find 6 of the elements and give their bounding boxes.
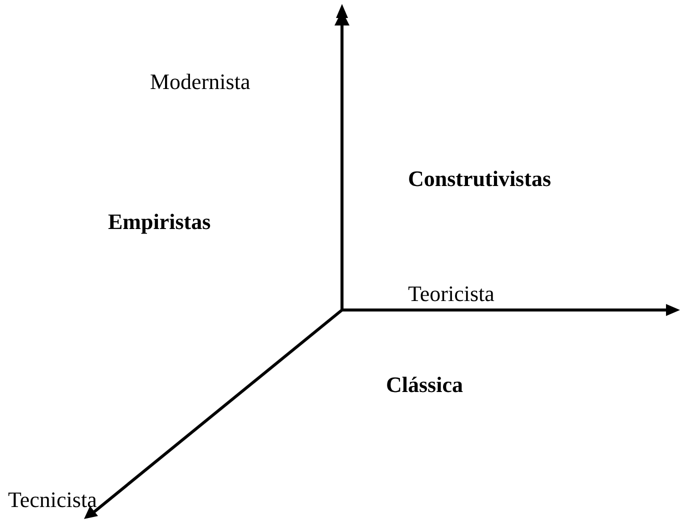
axis-region-label: Empiristas	[108, 210, 211, 234]
axis-region-label: Teoricista	[408, 282, 494, 306]
axis-region-label: Clássica	[386, 373, 463, 398]
axis-region-label: Construtivistas	[408, 167, 552, 192]
axis-region-label: Modernista	[150, 70, 250, 94]
axis-region-label: Tecnicista	[8, 488, 97, 512]
